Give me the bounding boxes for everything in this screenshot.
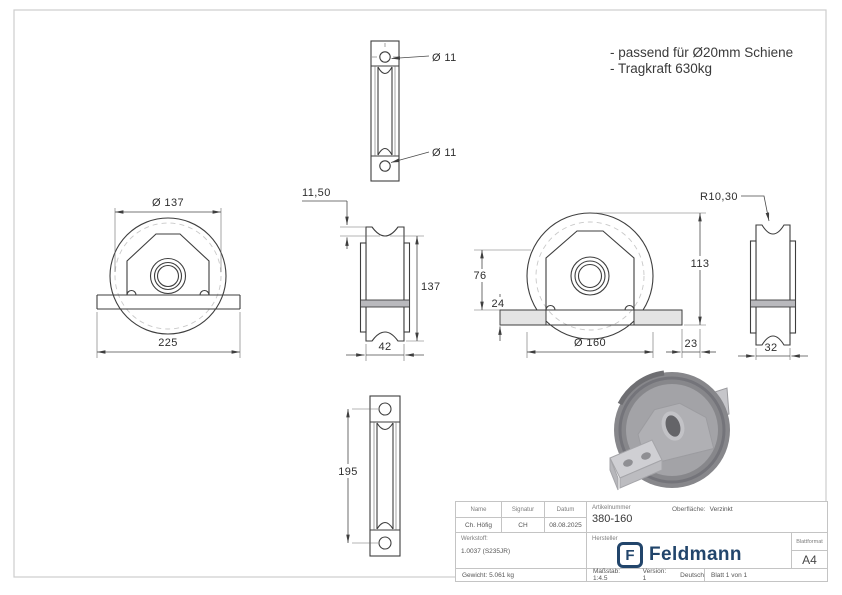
manufacturer-cell: Hersteller F Feldmann xyxy=(586,532,791,568)
language-value: Deutsch xyxy=(680,571,704,579)
side-view: 11,50 137 42 xyxy=(302,187,441,361)
weight-value: Gewicht: 5.061 kg xyxy=(462,571,515,579)
dim-hole-bottom: Ø 11 xyxy=(432,147,457,159)
title-block: Name Signatur Datum Ch. Höfig CH 08.08.2… xyxy=(455,501,828,582)
note-load: - Tragkraft 630kg xyxy=(610,61,712,76)
surface-label: Oberfläche: xyxy=(672,506,706,513)
bottom-view: 195 xyxy=(330,395,401,557)
date-value-cell: 08.08.2025 xyxy=(544,517,586,532)
rear-view: 76 24 113 Ø 160 23 xyxy=(468,212,716,358)
version-value: Version: 1 xyxy=(642,568,667,582)
sheet-format-label: Blattformat xyxy=(796,538,823,545)
page-border-frame xyxy=(13,9,827,578)
article-label: Artikelnummer xyxy=(592,505,631,511)
name-label: Name xyxy=(470,506,487,513)
material-cell: Werkstoff: 1.0037 (S235JR) xyxy=(456,532,586,568)
dim-bottom-hole-spacing: 195 xyxy=(338,466,358,478)
signature-label: Signatur xyxy=(511,506,535,513)
name-value-cell: Ch. Höfig xyxy=(456,517,501,532)
feldmann-logo-initial: F xyxy=(625,546,635,564)
article-number: 380-160 xyxy=(592,513,633,525)
manufacturer-label: Hersteller xyxy=(592,536,618,542)
name-value: Ch. Höfig xyxy=(464,521,493,529)
dim-side-height: 137 xyxy=(421,281,441,293)
feldmann-logo-mark: F xyxy=(617,542,643,568)
sheet-number-cell: Blatt 1 von 1 xyxy=(704,568,827,581)
feldmann-logo: F Feldmann xyxy=(617,542,742,568)
dim-profile-groove-radius: R10,30 xyxy=(700,191,738,203)
signature-label-cell: Signatur xyxy=(501,502,544,517)
feldmann-logo-text: Feldmann xyxy=(649,544,742,565)
dim-front-plate-width: 225 xyxy=(158,337,178,349)
dim-rear-height-to-plate: 76 xyxy=(473,270,486,282)
signature-value: CH xyxy=(518,521,528,529)
signature-value-cell: CH xyxy=(501,517,544,532)
dim-side-width: 42 xyxy=(378,341,391,353)
scale-cell: Maßstab: 1:4.5 Version: 1 Deutsch xyxy=(586,568,704,582)
profile-view: R10,30 32 xyxy=(700,191,808,360)
dim-profile-width: 32 xyxy=(764,342,777,354)
dim-hole-top: Ø 11 xyxy=(432,52,457,64)
weight-cell: Gewicht: 5.061 kg xyxy=(456,568,586,581)
sheet-format-value: A4 xyxy=(802,552,817,567)
dim-rear-offset: 23 xyxy=(684,338,697,350)
note-rail: - passend für Ø20mm Schiene xyxy=(610,45,793,60)
sheet-number-value: Blatt 1 von 1 xyxy=(711,571,748,579)
date-label-cell: Datum xyxy=(544,502,586,517)
article-cell: Artikelnummer 380-160 Oberfläche:Verzink… xyxy=(586,502,827,532)
notes: - passend für Ø20mm Schiene - Tragkraft … xyxy=(610,45,793,76)
dim-rear-total-height: 113 xyxy=(691,258,710,270)
render-3d xyxy=(609,370,730,491)
dim-front-diameter: Ø 137 xyxy=(152,197,184,209)
surface-finish: Oberfläche:Verzinkt xyxy=(672,506,733,513)
surface-value: Verzinkt xyxy=(709,506,733,513)
top-view: Ø 11 Ø 11 xyxy=(370,40,457,182)
dim-rear-plate-thickness: 24 xyxy=(491,298,504,310)
name-label-cell: Name xyxy=(456,502,501,517)
date-label: Datum xyxy=(556,506,575,513)
date-value: 08.08.2025 xyxy=(549,521,582,529)
dim-rear-diameter: Ø 160 xyxy=(574,337,606,349)
dim-side-groove-depth: 11,50 xyxy=(302,187,331,199)
scale-value: Maßstab: 1:4.5 xyxy=(593,568,621,582)
material-value: 1.0037 (S235JR) xyxy=(461,548,511,555)
front-view: Ø 137 225 xyxy=(96,197,241,358)
sheet-format-value-cell: A4 xyxy=(791,550,827,568)
material-label: Werkstoff: xyxy=(461,536,488,542)
sheet-format-label-cell: Blattformat xyxy=(791,532,827,550)
